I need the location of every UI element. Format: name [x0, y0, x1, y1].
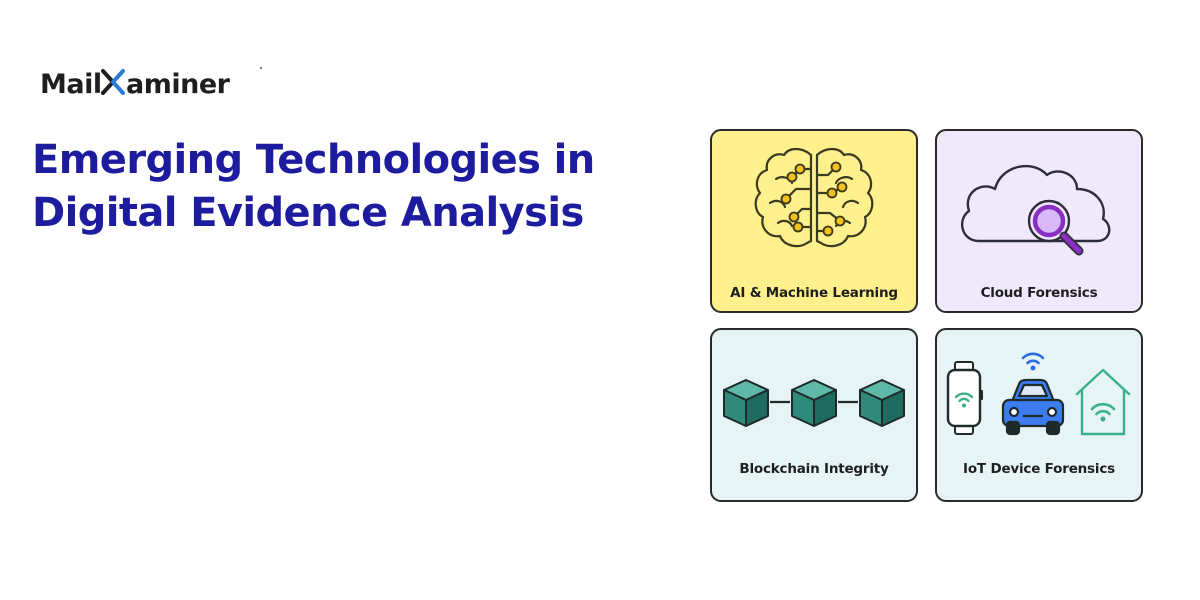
card-label: IoT Device Forensics	[963, 461, 1115, 477]
card-label: Cloud Forensics	[980, 285, 1098, 301]
brand-logo[interactable]: Mail aminer	[40, 64, 280, 104]
wifi-icon	[1021, 352, 1045, 365]
mailxaminer-logo-icon: Mail aminer	[40, 67, 262, 100]
smart-home-icon	[1075, 368, 1131, 436]
cloud-search-icon	[960, 164, 1111, 256]
card-iot-device-forensics: IoT Device Forensics	[935, 328, 1143, 502]
page-title-line-1: Emerging Technologies in	[32, 137, 595, 183]
card-label: AI & Machine Learning	[730, 285, 898, 301]
card-label: Blockchain Integrity	[739, 461, 889, 477]
iot-devices-icon	[946, 352, 1131, 436]
blockchain-icon	[723, 379, 905, 427]
svg-text:Mail: Mail	[40, 69, 102, 100]
car-icon	[1001, 378, 1065, 436]
card-cloud-forensics: Cloud Forensics	[935, 129, 1143, 313]
page-title: Emerging Technologies in Digital Evidenc…	[32, 134, 672, 240]
brain-circuit-icon	[754, 147, 874, 248]
card-blockchain-integrity: Blockchain Integrity	[710, 328, 918, 502]
smartwatch-icon	[946, 361, 983, 435]
card-ai-machine-learning: AI & Machine Learning	[710, 129, 918, 313]
svg-text:aminer: aminer	[126, 69, 231, 100]
page-title-line-2: Digital Evidence Analysis	[32, 190, 584, 236]
